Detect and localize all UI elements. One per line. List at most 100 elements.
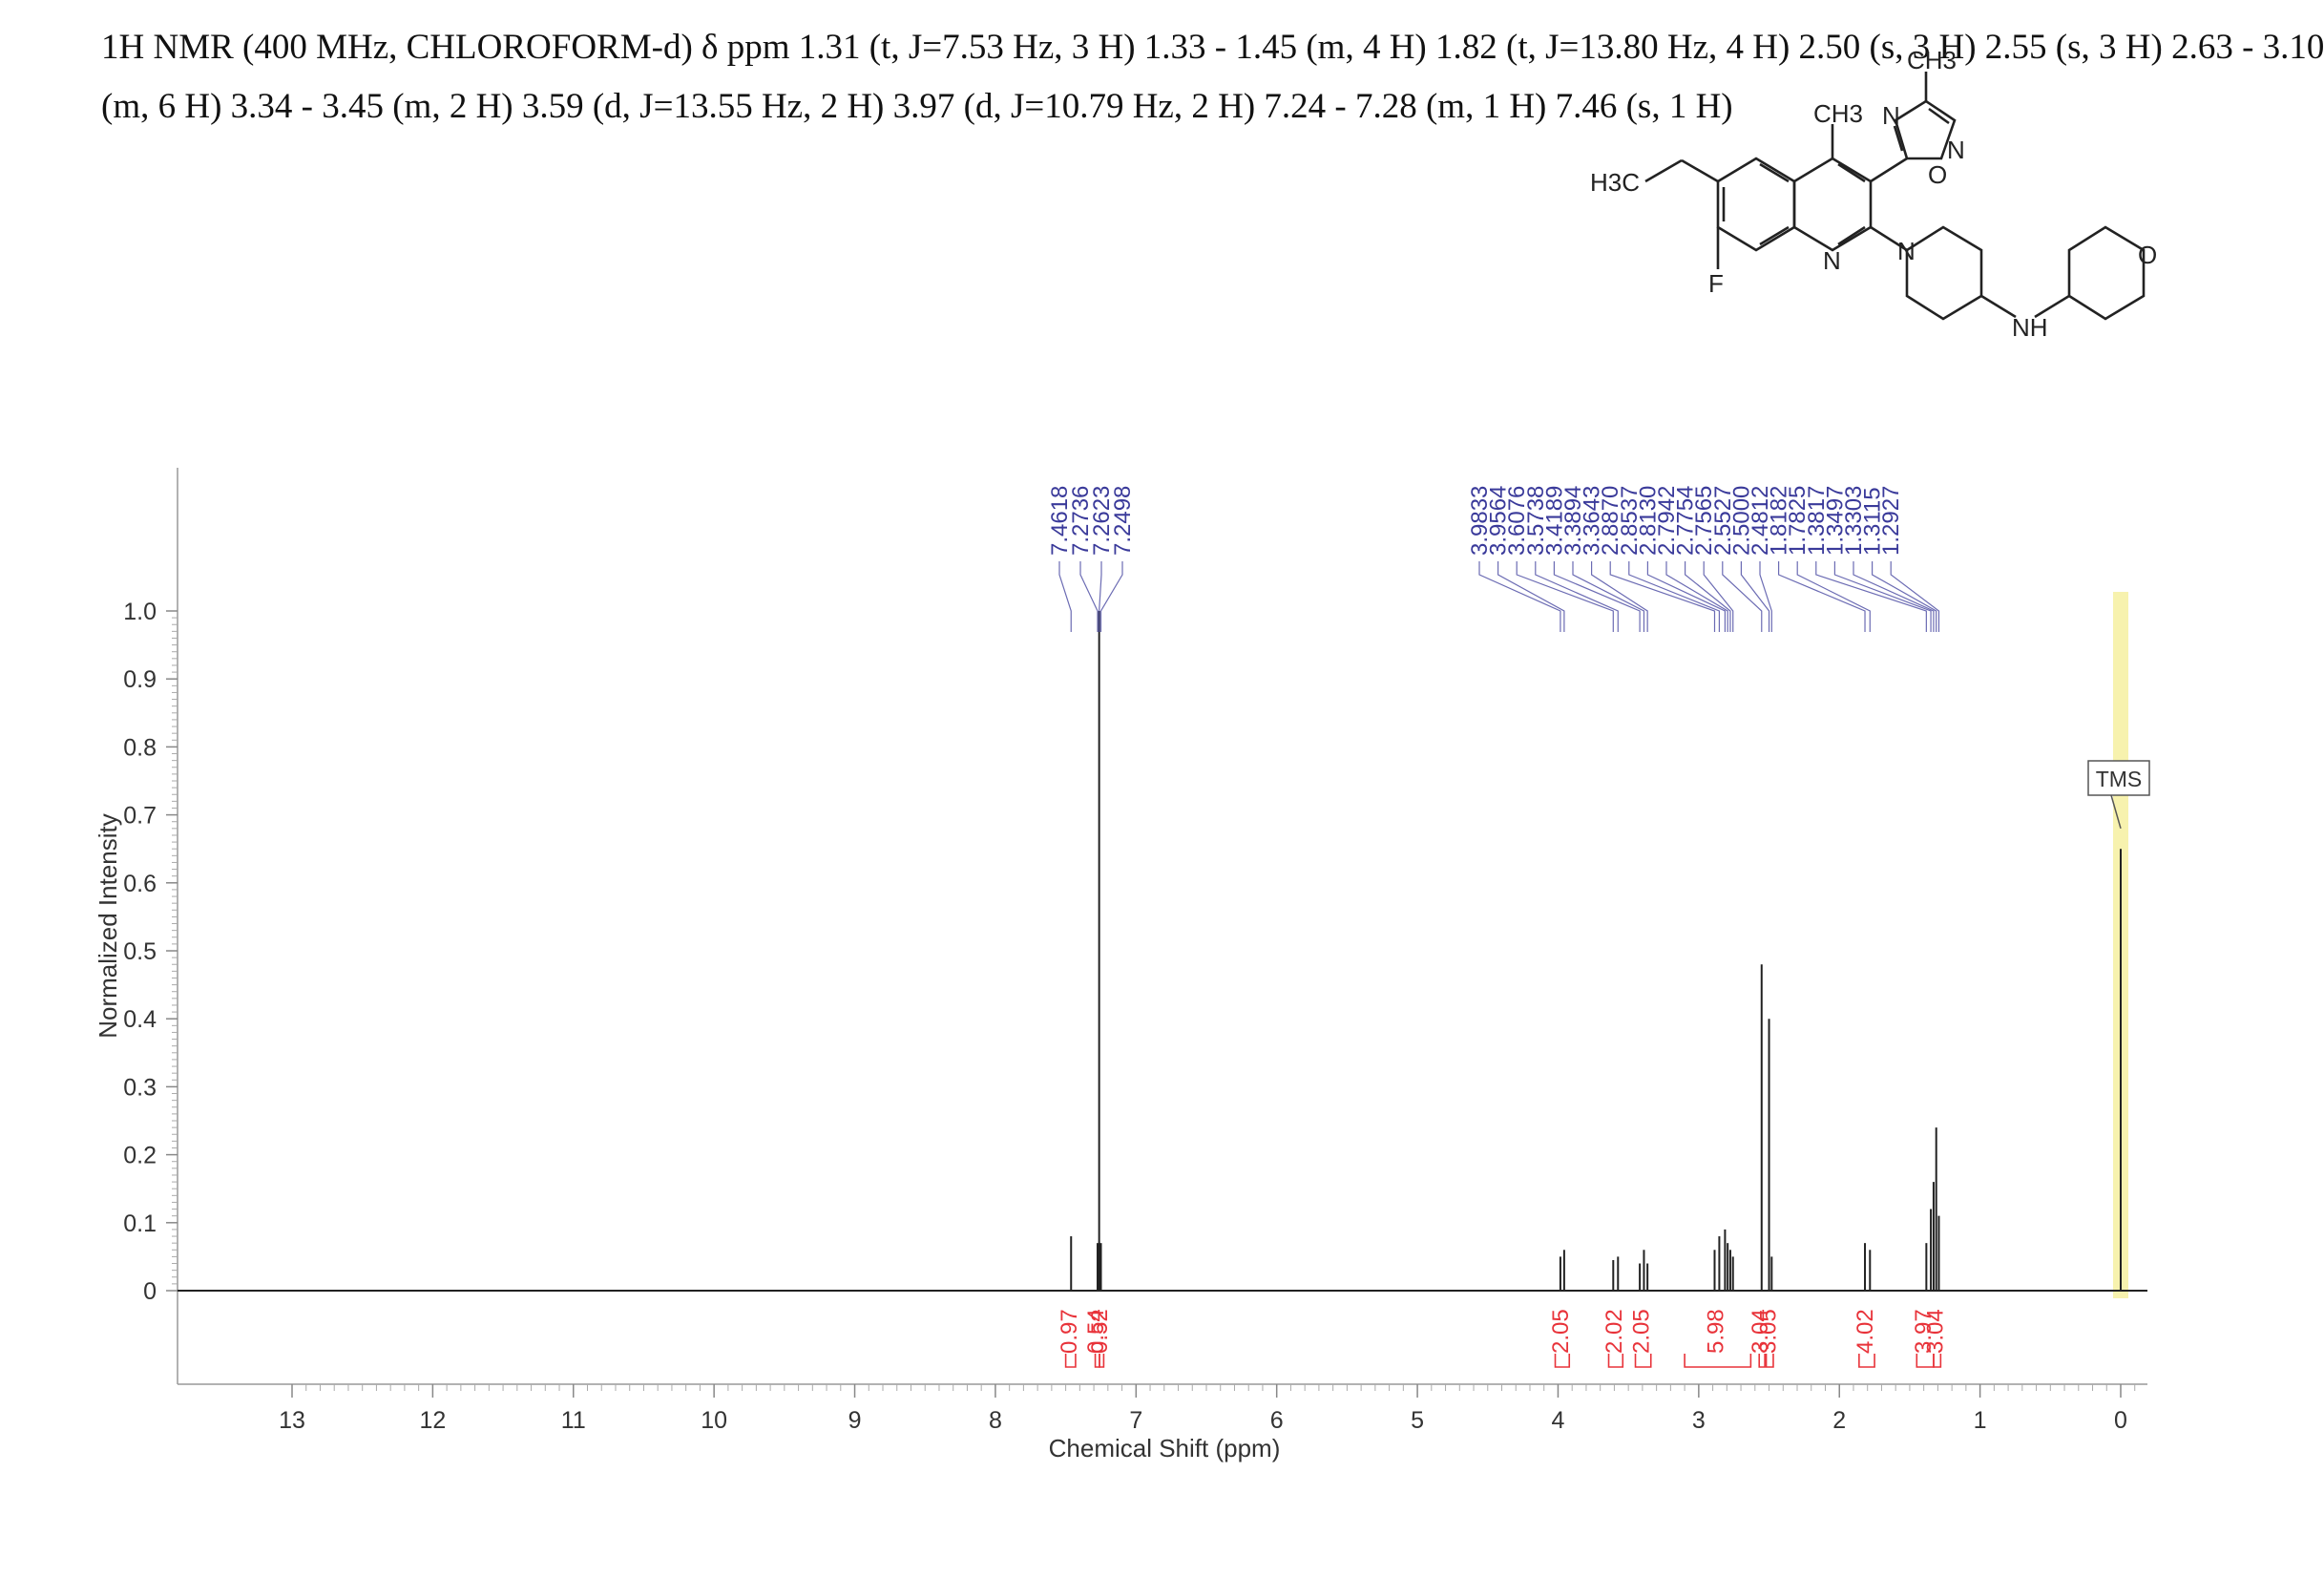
peak-label: 3.4189 [1541,486,1567,556]
peak-label-leader [1572,561,1645,632]
peak-label: 2.7754 [1673,486,1699,556]
piperidine-n-label: N [1897,237,1916,265]
integral-bracket [1765,1354,1774,1368]
peak-label-leader [1058,561,1072,632]
integral-label: 0.54 [1083,1309,1109,1354]
peak-label: 2.8130 [1635,486,1661,556]
y-tick-label: 0.7 [123,803,157,830]
peak-label: 2.8870 [1598,486,1623,556]
x-tick-label: 0 [2114,1407,2127,1434]
peak-label: 2.8537 [1617,486,1643,556]
nmr-description-line-2: (m, 6 H) 3.34 - 3.45 (m, 2 H) 3.59 (d, J… [101,87,1733,126]
integral-label: 3.97 [1911,1309,1937,1354]
nmr-spectrum-chart: CH3 CH3 H3C N N O N N F NH O TMS 7.46187… [94,46,2157,1462]
oxadiazole-n2-label: N [1947,136,1965,164]
peak-label-leader [1099,561,1102,632]
y-axis-title: Normalized Intensity [94,813,122,1039]
methyl-quinoline-label: CH3 [1813,99,1863,128]
x-tick-label: 8 [989,1407,1002,1434]
peak-label: 1.2927 [1878,486,1904,556]
integral-bracket [1554,1354,1571,1368]
integral-bracket [1607,1354,1624,1368]
peak-label-leader [1590,561,1648,632]
y-tick-label: 0.8 [123,734,157,761]
x-tick-label: 11 [561,1407,586,1434]
x-tick-label: 7 [1129,1407,1142,1434]
integral-bracket [1858,1354,1875,1368]
peak-label-leader [1703,561,1734,632]
peak-label-leader [1853,561,1935,632]
quinoline-n-label: N [1823,246,1841,275]
peak-label: 1.3817 [1804,486,1830,556]
y-tick-label: 0.6 [123,871,157,897]
peak-label: 1.8182 [1767,486,1792,556]
amine-nh-label: NH [2012,313,2048,342]
peak-label-leader [1665,561,1728,632]
peak-label: 2.7565 [1691,486,1717,556]
integral-label: 0.97 [1057,1309,1082,1354]
peak-label-leader [1099,561,1123,632]
oxadiazole-ring [1894,99,1957,160]
integral-label: 3.04 [1748,1309,1773,1354]
peak-label-leader [1777,561,1866,632]
integral-label: 3.04 [1923,1309,1949,1354]
peak-label: 3.3643 [1580,486,1605,556]
peak-label: 1.3115 [1860,487,1886,556]
piperidine-ring [1905,225,1983,321]
oxadiazole-o-label: O [1928,160,1947,189]
integral-label: 2.05 [1548,1309,1574,1354]
tms-label: TMS [2096,767,2143,791]
peak-label-leader [1740,561,1770,632]
x-tick-label: 5 [1411,1407,1424,1434]
peak-label-leader [1815,561,1927,632]
peak-label: 2.5000 [1728,486,1754,556]
peak-label: 7.2498 [1110,486,1136,556]
peak-label: 2.5527 [1710,486,1736,556]
peak-label: 2.7942 [1654,486,1680,556]
peak-label: 1.3303 [1841,486,1867,556]
peak-label-leader [1871,561,1937,632]
chart-axes [166,468,2147,1398]
peak-label-leader [1497,561,1565,632]
integral-bracket [1684,1354,1752,1368]
peak-label: 3.9833 [1467,486,1493,556]
y-tick-label: 0.4 [123,1006,157,1033]
y-tick-label: 0.3 [123,1074,157,1101]
pyridine-ring [1792,157,1873,252]
benzo-ring [1716,157,1796,252]
integral-bracket [1933,1354,1942,1368]
x-tick-label: 3 [1692,1407,1706,1434]
peak-label-leader [1079,561,1099,632]
molecule-structure [1644,72,2146,321]
x-tick-label: 1 [1974,1407,1987,1434]
integral-label: 2.02 [1602,1309,1627,1354]
x-axis-title: Chemical Shift (ppm) [1049,1434,1281,1462]
integral-bracket [1916,1354,1935,1368]
peak-label-leader [1833,561,1932,632]
x-tick-label: 13 [279,1407,305,1434]
x-tick-label: 6 [1270,1407,1284,1434]
fluorine-label: F [1708,269,1724,298]
peak-label: 2.4812 [1748,486,1773,556]
y-tick-label: 0.2 [123,1143,157,1169]
pyran-o-label: O [2138,241,2157,269]
peak-label: 7.4618 [1047,486,1073,556]
peak-label: 3.9564 [1486,486,1512,556]
peak-label: 3.5738 [1523,486,1549,556]
integral-label: 5.98 [1704,1309,1729,1354]
peak-label: 1.7825 [1785,486,1811,556]
integral-bracket [1758,1354,1766,1368]
y-tick-label: 0 [143,1278,157,1305]
integral-bracket [1099,1354,1105,1368]
integral-label: 2.05 [1629,1309,1655,1354]
y-tick-label: 0.5 [123,938,157,965]
peak-label: 3.6076 [1504,486,1530,556]
nmr-description-line-1: 1H NMR (400 MHz, CHLOROFORM-d) δ ppm 1.3… [101,28,2324,67]
peak-label-leader [1478,561,1561,632]
y-tick-label: 0.9 [123,666,157,693]
peak-label-leader [1722,561,1763,632]
methyl-oxadiazole-label: CH3 [1907,46,1957,74]
integral-bracket [1064,1354,1077,1368]
